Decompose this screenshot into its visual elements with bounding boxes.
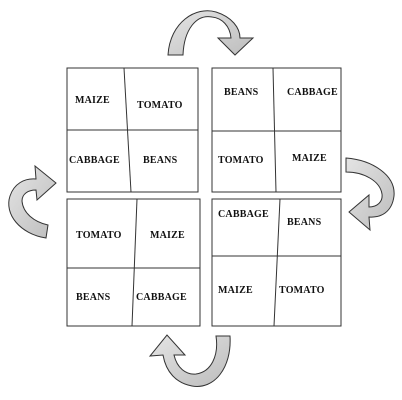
rotation-arrow-right: [345, 157, 395, 232]
crop-label: BEANS: [224, 87, 259, 98]
crop-label: MAIZE: [150, 230, 185, 241]
crop-label: CABBAGE: [287, 87, 338, 98]
plot-divider-vertical: [131, 198, 138, 327]
plot-border: [211, 67, 342, 193]
plot-top-right: [211, 67, 342, 193]
crop-label: TOMATO: [279, 285, 325, 296]
crop-label: BEANS: [287, 217, 322, 228]
crop-label: BEANS: [143, 155, 178, 166]
crop-label: CABBAGE: [69, 155, 120, 166]
rotation-arrow-bottom: [148, 334, 231, 387]
plot-top-left: [66, 67, 199, 193]
crop-label: MAIZE: [218, 285, 253, 296]
rotation-arrow-left: [8, 164, 57, 239]
crop-label: MAIZE: [292, 153, 327, 164]
curved-arrow-icon: [167, 10, 255, 56]
crop-label: CABBAGE: [136, 292, 187, 303]
plot-bottom-right: [211, 198, 342, 327]
plot-divider-vertical: [272, 67, 277, 193]
plot-bottom-left: [66, 198, 201, 327]
plot-divider-vertical: [273, 198, 281, 327]
curved-arrow-icon: [148, 334, 231, 387]
curved-arrow-icon: [8, 164, 57, 239]
crop-label: MAIZE: [75, 95, 110, 106]
plot-border: [211, 198, 342, 327]
plot-border: [66, 198, 201, 327]
crop-label: TOMATO: [76, 230, 122, 241]
crop-label: TOMATO: [218, 155, 264, 166]
rotation-arrow-top: [167, 10, 255, 56]
curved-arrow-icon: [345, 157, 395, 232]
crop-label: CABBAGE: [218, 209, 269, 220]
plot-divider-vertical: [123, 67, 132, 193]
crop-label: TOMATO: [137, 100, 183, 111]
crop-label: BEANS: [76, 292, 111, 303]
